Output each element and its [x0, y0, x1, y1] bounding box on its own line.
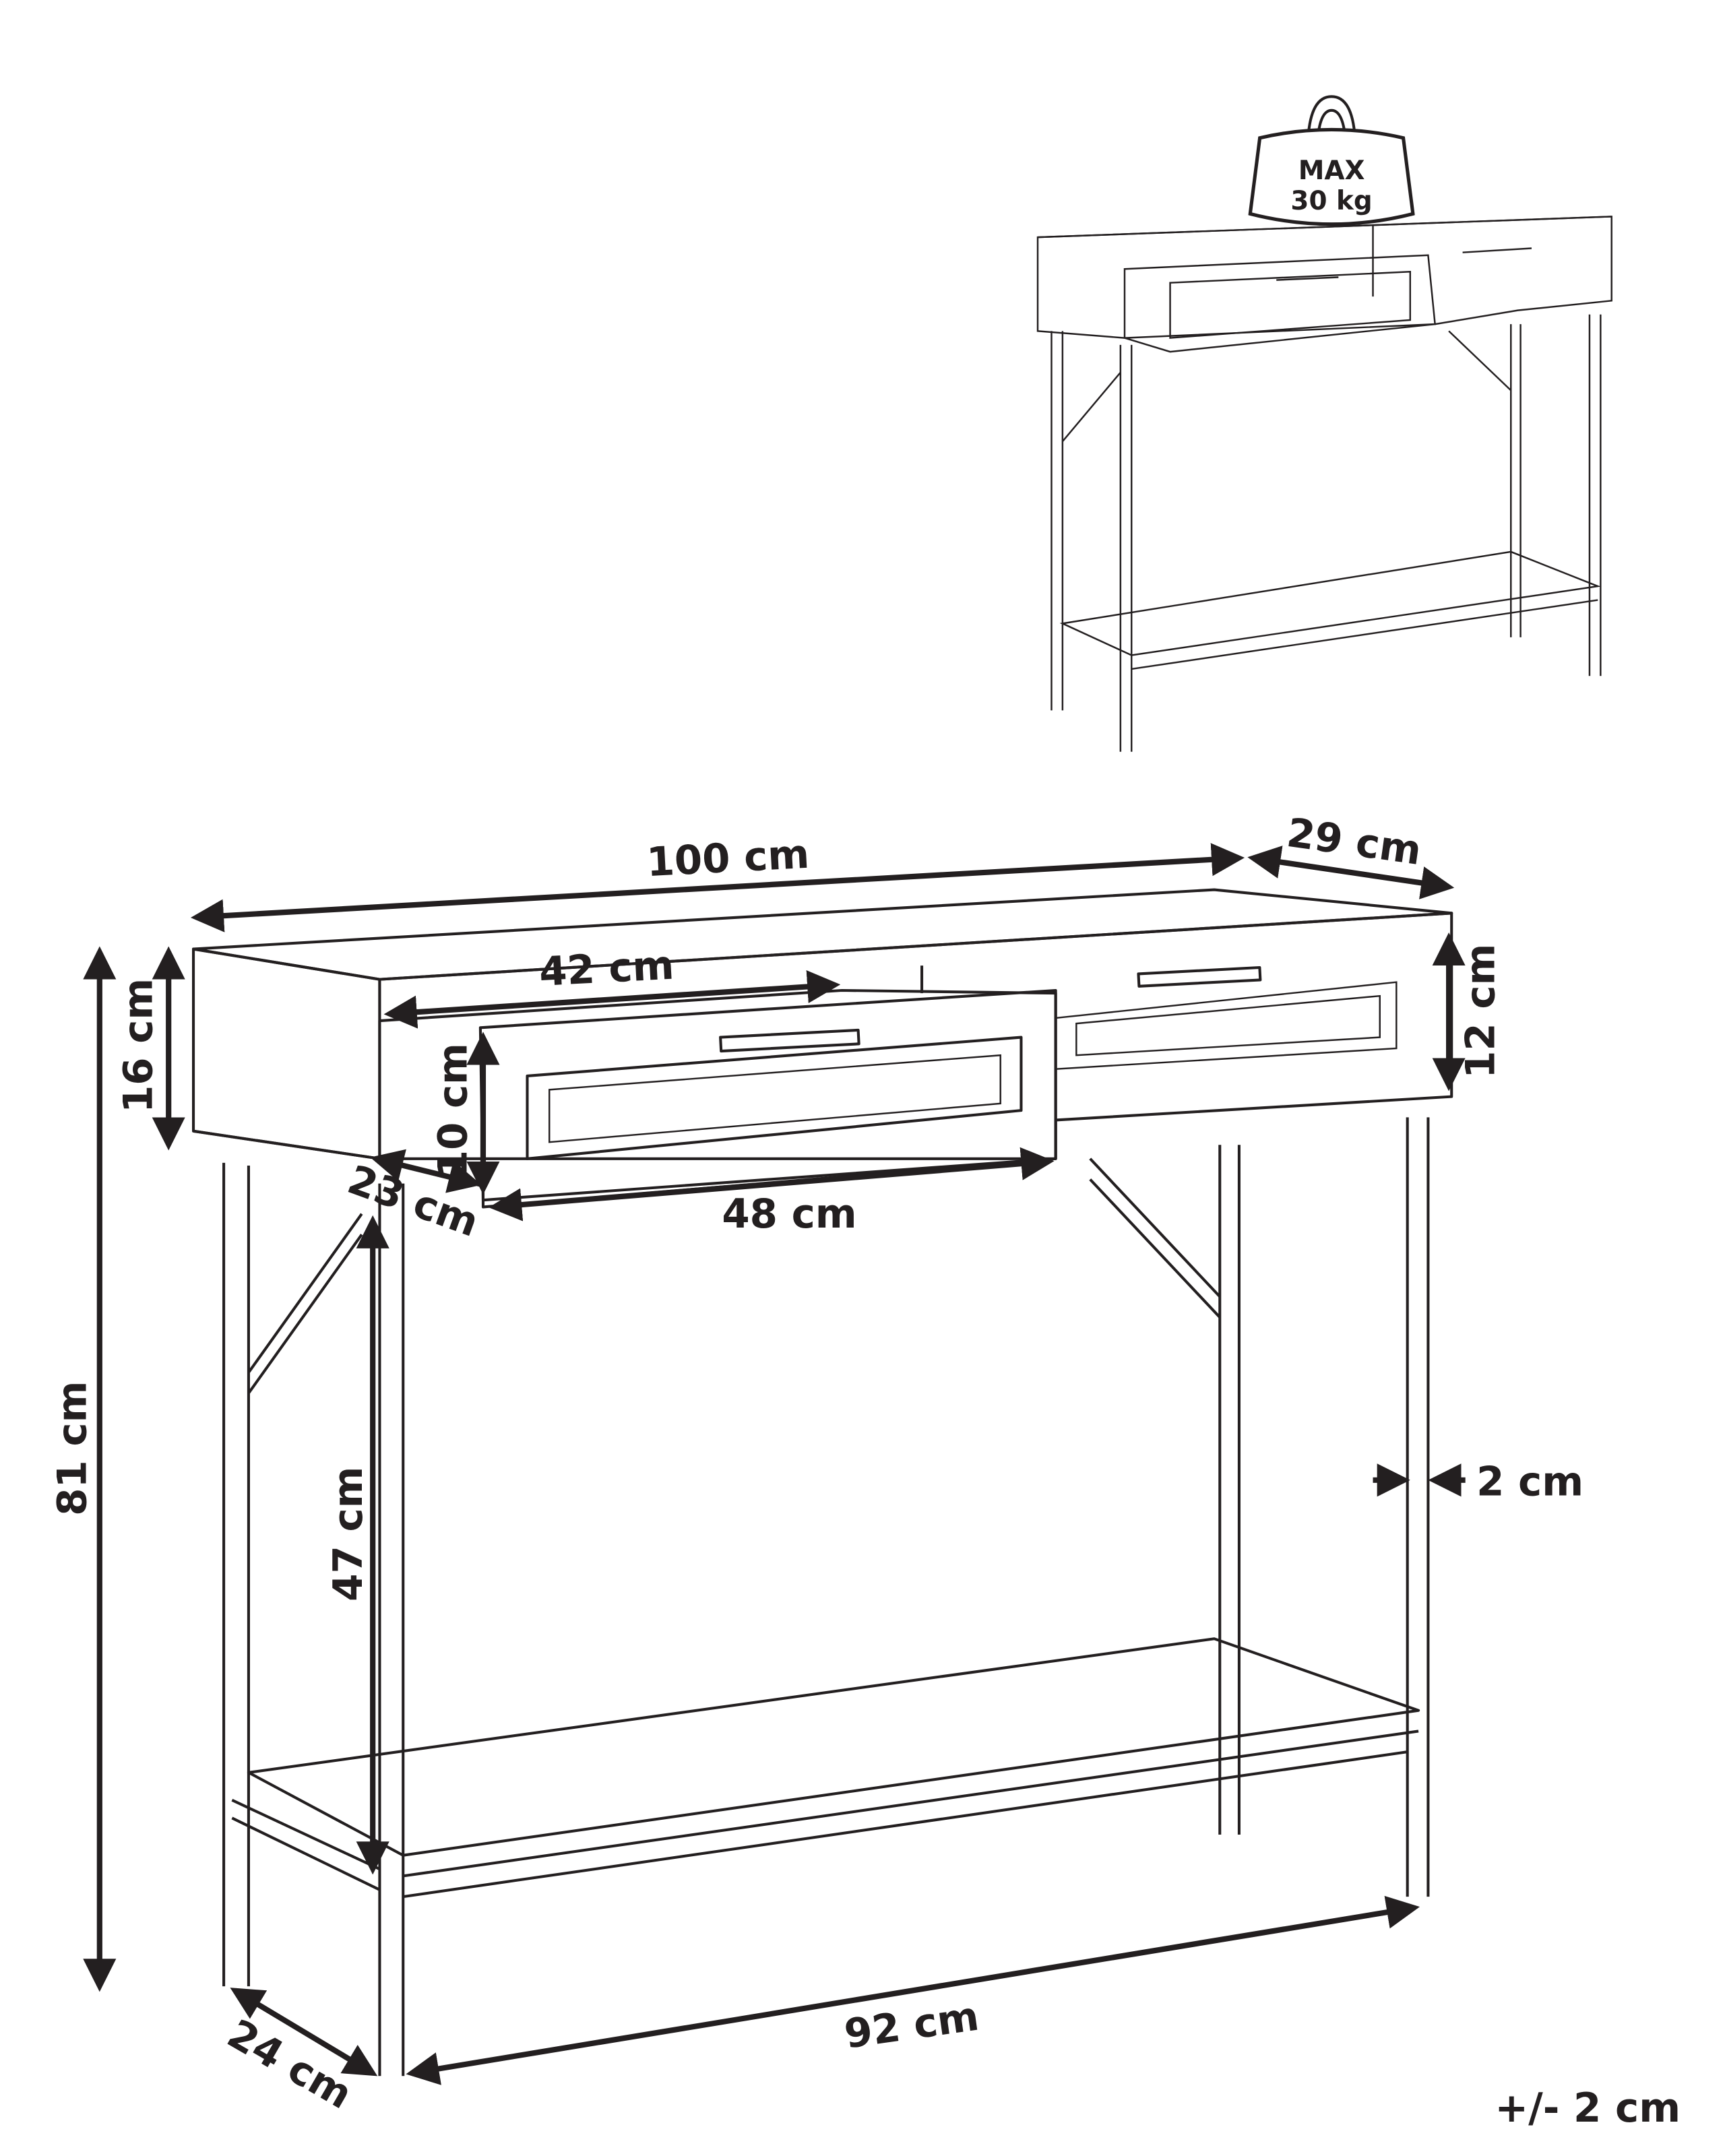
weight-value-label: 30 kg: [1290, 186, 1372, 216]
label-base-depth: 24 cm: [220, 2010, 360, 2118]
label-drawer-front-width: 48 cm: [722, 1191, 856, 1238]
label-shelf-height: 47 cm: [325, 1466, 372, 1601]
dimension-labels: 100 cm 29 cm 42 cm 48 cm 23 cm 10 cm 12 …: [49, 810, 1681, 2132]
dimension-lines: [83, 843, 1466, 2085]
label-base-width: 92 cm: [842, 1994, 982, 2058]
label-drawer-height: 12 cm: [1458, 944, 1505, 1079]
label-width-top: 100 cm: [646, 831, 811, 887]
weight-max-label: MAX: [1298, 156, 1365, 186]
main-table: [191, 888, 1453, 2076]
preview-table: [1036, 216, 1612, 752]
label-drawer-inner-height: 10 cm: [430, 1043, 476, 1178]
label-total-height: 81 cm: [49, 1381, 96, 1516]
weight-icon: MAX 30 kg: [1248, 95, 1415, 226]
tolerance-label: +/- 2 cm: [1495, 2085, 1681, 2132]
label-cabinet-height: 16 cm: [116, 978, 162, 1113]
label-leg-thickness: 2 cm: [1476, 1459, 1583, 1505]
label-drawer-inner-width: 42 cm: [538, 943, 675, 996]
